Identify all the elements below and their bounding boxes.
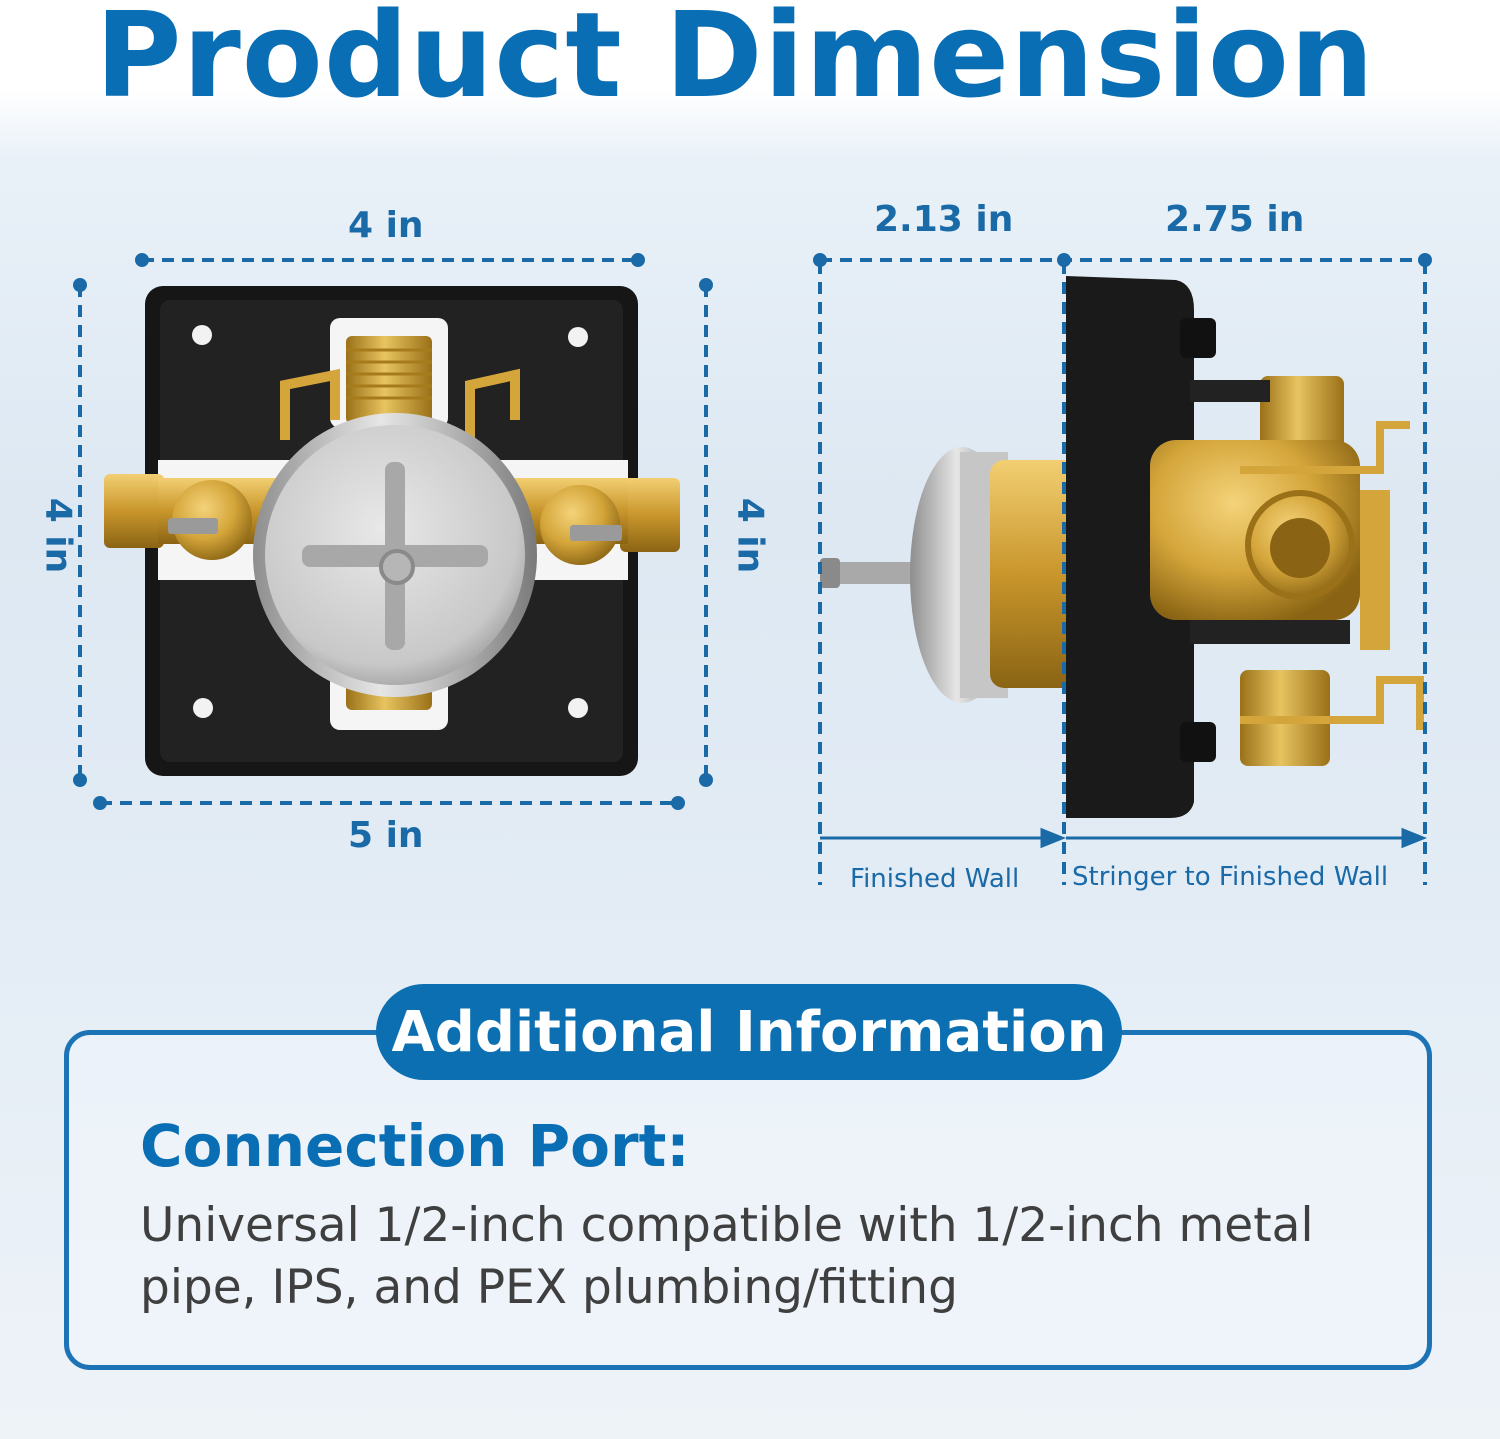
- mounting-bracket-side: [1066, 276, 1194, 818]
- front-dimension-lines: [78, 258, 708, 805]
- valve-stem: [820, 562, 930, 584]
- label-stringer-to-finished-wall: Stringer to Finished Wall: [1072, 862, 1389, 892]
- inlet-right: [620, 478, 680, 552]
- front-view-valve: [104, 286, 680, 776]
- side-view-valve: [820, 276, 1424, 818]
- connection-port-description: Universal 1/2-inch compatible with 1/2-i…: [140, 1198, 1314, 1315]
- inlet-left: [104, 474, 164, 548]
- page-title: Product Dimension: [95, 0, 1375, 124]
- depth-arrows: [820, 827, 1428, 849]
- label-bottom-width: 5 in: [348, 815, 424, 856]
- label-left-height: 4 in: [37, 497, 79, 574]
- label-top-width: 4 in: [348, 205, 424, 246]
- label-right-height: 4 in: [729, 497, 771, 574]
- outlet-top: [346, 336, 432, 424]
- side-dimension-lines: [818, 258, 1427, 885]
- screw-hole: [568, 327, 588, 347]
- valve-body: [990, 460, 1080, 688]
- label-depth-right: 2.75 in: [1165, 199, 1305, 240]
- screw-hole: [192, 325, 212, 345]
- additional-info-pill: Additional Information: [376, 984, 1122, 1080]
- label-depth-left: 2.13 in: [874, 199, 1014, 240]
- screw-hole: [193, 698, 213, 718]
- screw-hole: [568, 698, 588, 718]
- connection-port-heading: Connection Port:: [140, 1112, 690, 1180]
- label-finished-wall: Finished Wall: [850, 864, 1020, 894]
